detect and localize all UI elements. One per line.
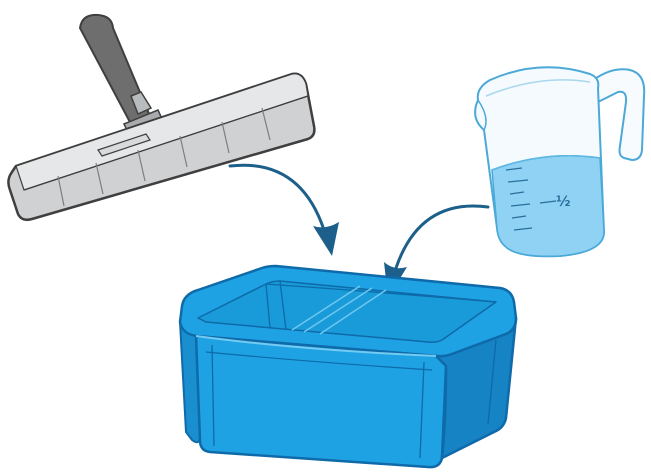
bin-right-side [434,316,518,460]
bin-interior-highlights [291,285,387,335]
mop-segments [57,107,271,207]
mop-head-body [7,72,316,222]
cup-handle [587,68,646,161]
blue-bin [178,264,518,469]
arrow-mop-to-bin [228,163,339,256]
measuring-cup: ½ [474,66,646,258]
bin-edge-lines [211,339,497,459]
cup-measure-marks [505,167,557,231]
cup-half-mark-label: ½ [556,194,571,210]
mop-head [7,13,316,222]
cup-water [491,154,605,258]
